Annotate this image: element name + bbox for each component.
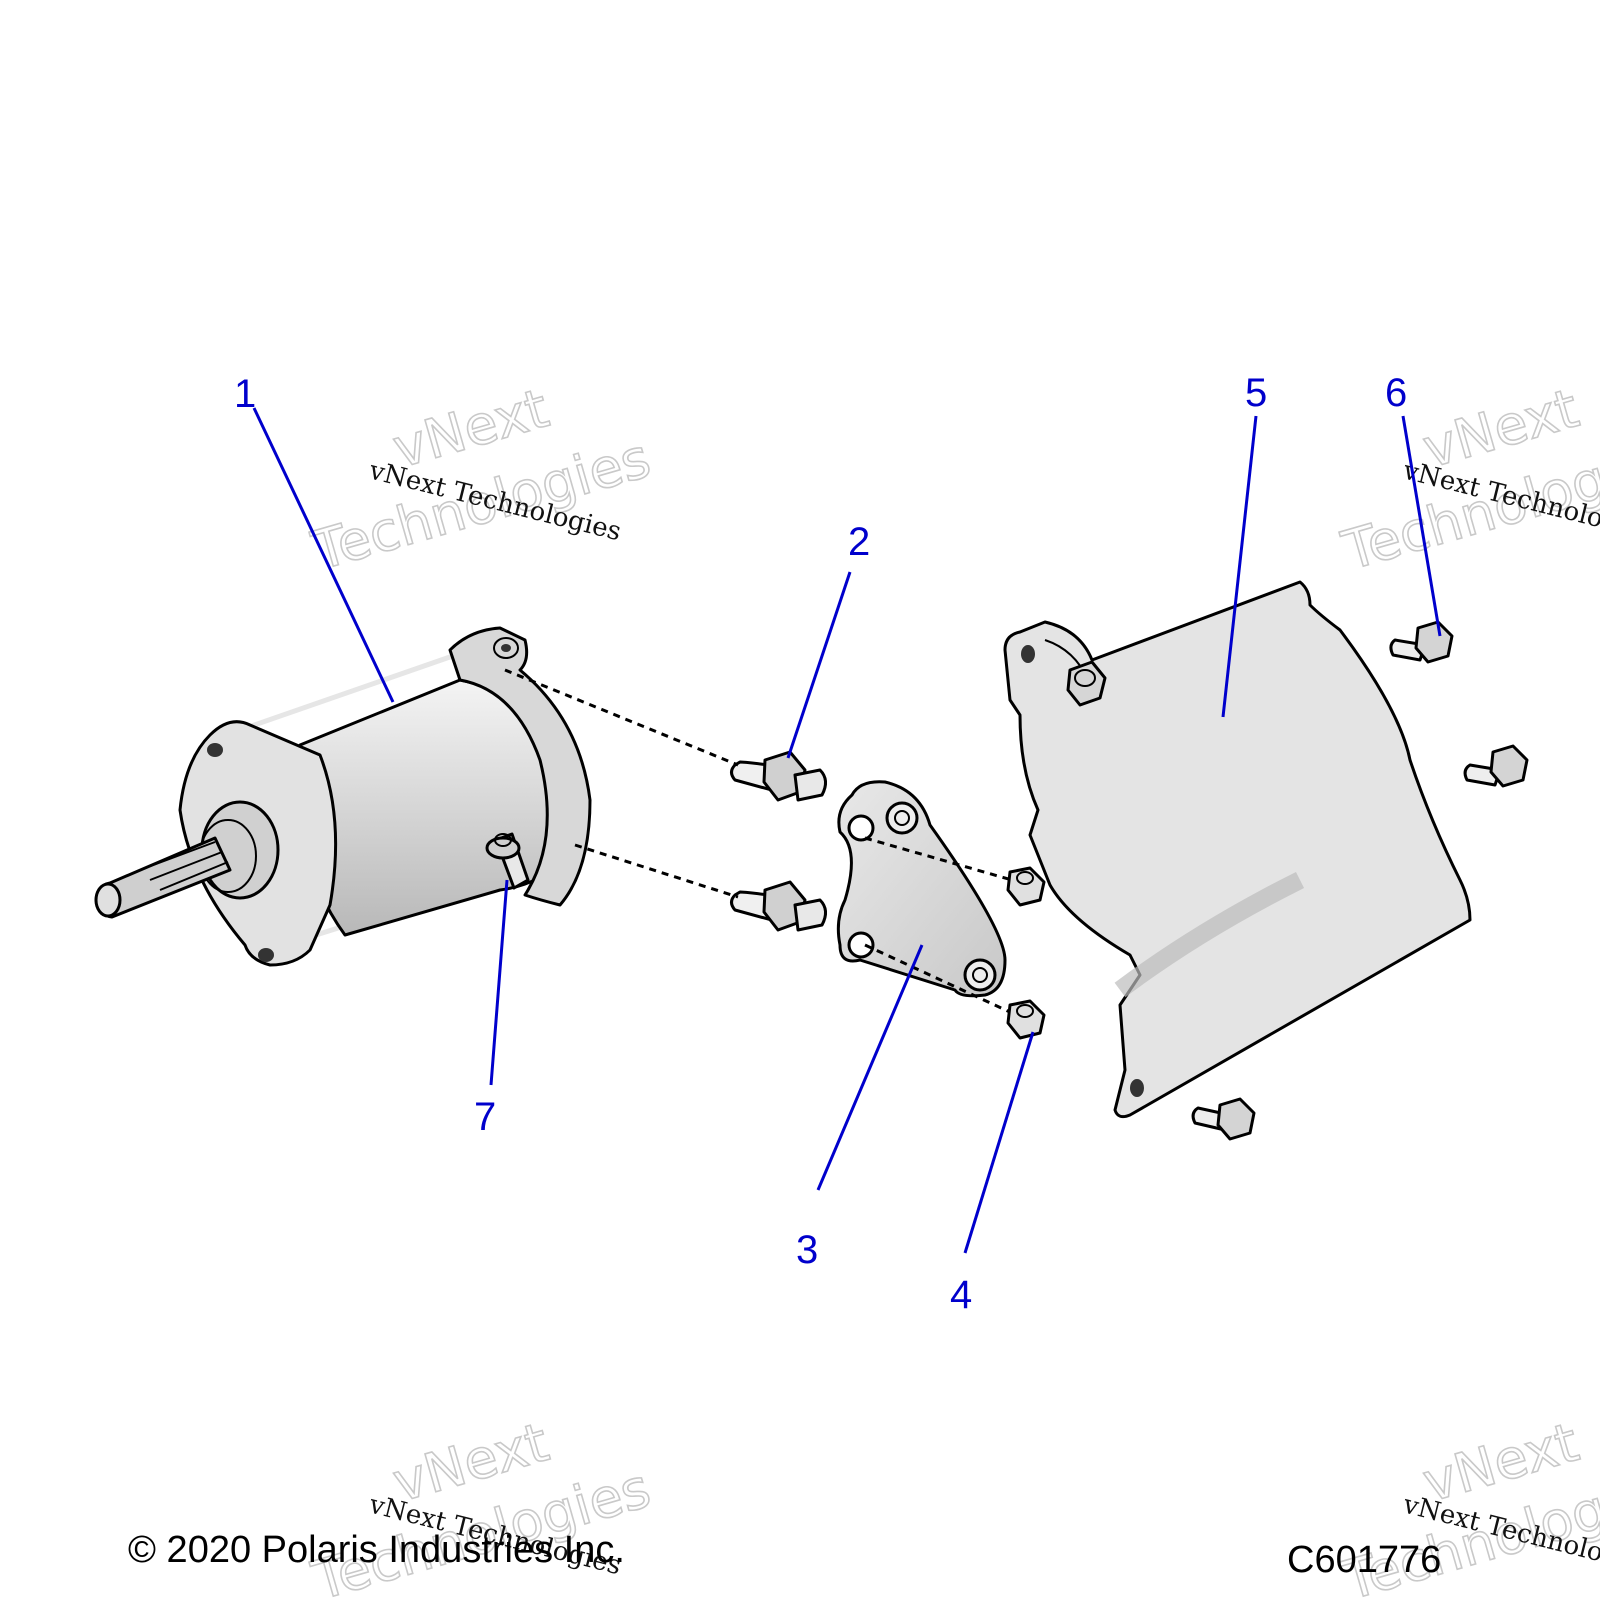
leader-line-2 — [786, 571, 852, 759]
bolt-6-b — [1463, 744, 1529, 788]
assembly-line — [574, 843, 739, 899]
callout-7: 7 — [474, 1095, 496, 1139]
watermark-upper-left: vNext Technologies vNext Technologies — [304, 376, 657, 584]
bolt-6-c — [1191, 1097, 1256, 1141]
watermark-upper-right: vNext Technologies vNext Technologies — [1334, 376, 1600, 584]
mounting-bracket — [836, 780, 1007, 998]
heat-shield — [1003, 580, 1472, 1119]
assembly-line — [504, 668, 739, 767]
leader-line-3 — [816, 944, 924, 1191]
leader-line-6 — [1401, 415, 1442, 637]
figure-code: C601776 — [1287, 1539, 1441, 1581]
callout-5: 5 — [1245, 371, 1267, 415]
nut-lower — [1006, 999, 1046, 1040]
bolt-upper — [730, 750, 827, 802]
bolt-lower — [730, 880, 827, 932]
callout-3: 3 — [796, 1228, 818, 1272]
watermark-lower-left: vNext Technologies vNext Technologies — [304, 1410, 657, 1600]
nut-upper — [1006, 866, 1046, 907]
leader-line-1 — [252, 407, 395, 703]
leader-line-4 — [963, 1031, 1035, 1254]
copyright-text: © 2020 Polaris Industries Inc. — [128, 1529, 625, 1571]
callout-4: 4 — [950, 1273, 972, 1317]
callout-2: 2 — [848, 520, 870, 564]
bolt-6-a — [1389, 620, 1454, 664]
callout-1: 1 — [234, 372, 256, 416]
assembly-line — [864, 943, 1013, 1015]
callout-6: 6 — [1385, 371, 1407, 415]
leader-line-5 — [1221, 415, 1258, 718]
leader-line-7 — [489, 879, 509, 1086]
starter-motor — [94, 626, 592, 967]
